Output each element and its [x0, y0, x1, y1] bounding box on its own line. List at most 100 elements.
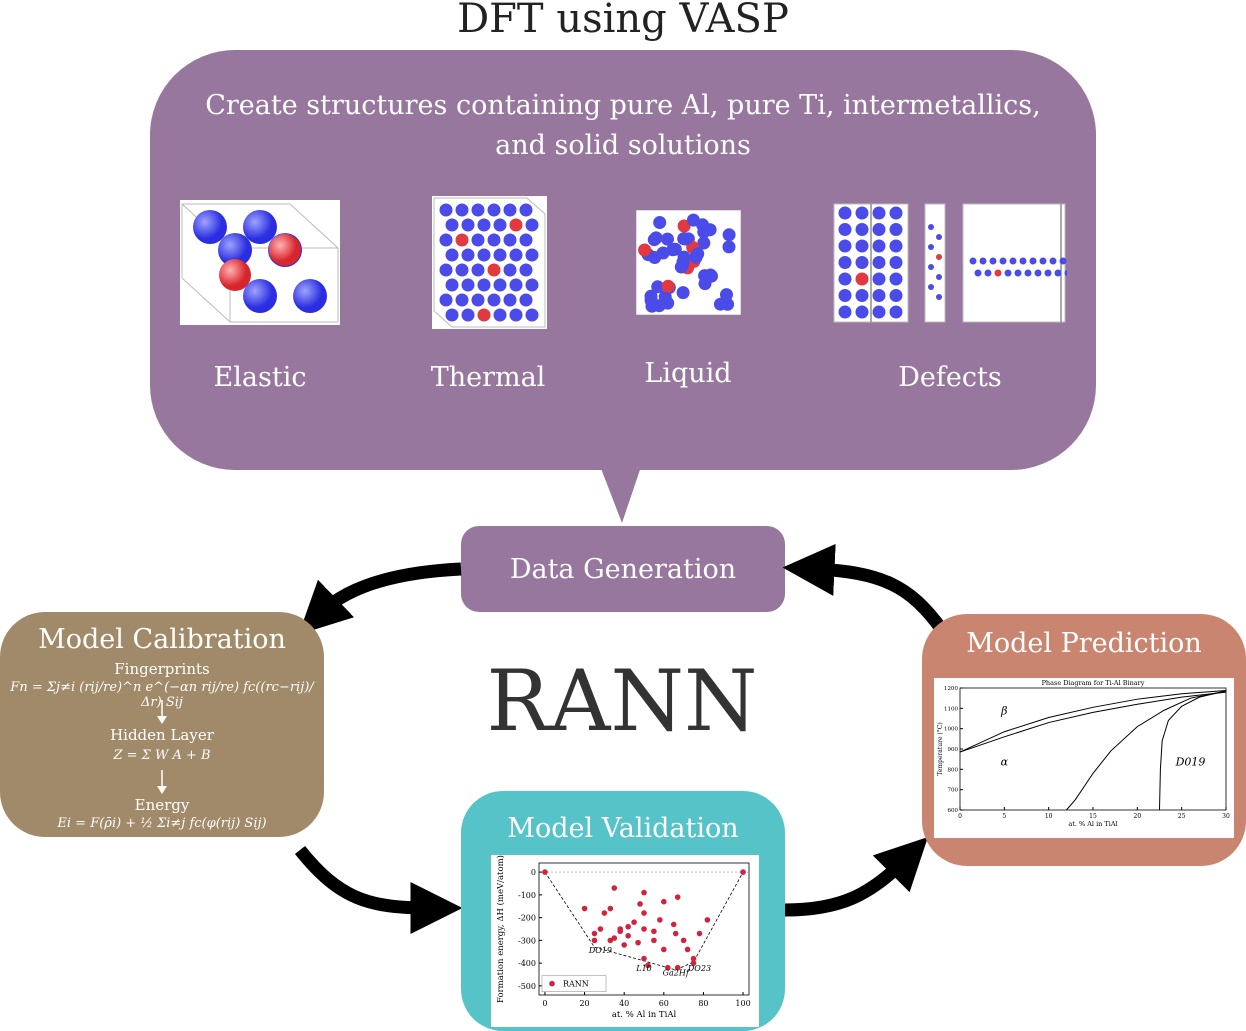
hidden-layer-label: Hidden Layer: [110, 726, 214, 744]
atom: [872, 239, 886, 253]
phase-boundary-line: [1066, 690, 1227, 811]
atom: [838, 239, 852, 253]
x-tick-label: 100: [735, 999, 750, 1008]
phase-annotation: Ga2Hf: [663, 969, 691, 978]
atom: [645, 299, 659, 313]
atom: [989, 257, 997, 265]
atom: [722, 228, 736, 242]
atom: [1059, 257, 1067, 265]
data-point: [696, 930, 703, 937]
x-tick-label: 0: [958, 813, 962, 820]
phase-boundary-line: [959, 691, 1227, 753]
atom: [503, 263, 517, 277]
rann-center-label: RANN: [486, 652, 758, 750]
fingerprints-label: Fingerprints: [114, 660, 210, 678]
chart-background: [491, 855, 759, 1027]
down-arrow-icon: [157, 770, 167, 794]
atom: [653, 216, 667, 229]
atom: [503, 233, 517, 247]
atom: [855, 223, 869, 236]
atom: [838, 256, 852, 269]
x-tick-label: 60: [659, 999, 669, 1008]
atom: [503, 203, 517, 217]
atom: [872, 206, 886, 220]
category-thermal: Thermal: [430, 362, 546, 393]
phase-region-label: D019: [1175, 755, 1206, 768]
legend-marker: [549, 980, 555, 987]
atom: [445, 278, 459, 292]
atom: [509, 218, 523, 232]
atom: [889, 206, 903, 220]
atom: [872, 305, 886, 319]
atom: [519, 263, 533, 277]
atom: [525, 218, 539, 232]
atom: [889, 305, 903, 319]
atom: [698, 277, 712, 291]
atom: [525, 248, 539, 262]
atom: [703, 223, 717, 237]
atom: [439, 263, 453, 277]
atom: [455, 203, 469, 217]
atom: [493, 308, 507, 322]
category-defects: Defects: [898, 362, 1002, 393]
atom: [1034, 269, 1042, 277]
atom: [855, 272, 869, 286]
data-point: [684, 946, 691, 953]
atom: [461, 218, 475, 232]
atom: [493, 278, 507, 292]
data-point: [641, 889, 647, 896]
data-point: [591, 930, 598, 937]
atom: [676, 286, 690, 300]
atom: [1049, 257, 1057, 265]
y-tick-label: -200: [518, 914, 536, 923]
category-liquid: Liquid: [644, 358, 732, 389]
atom: [493, 248, 507, 262]
y-tick-label: 1200: [944, 686, 958, 692]
atom: [855, 206, 869, 220]
atom: [936, 234, 942, 240]
atom: [509, 248, 523, 262]
atom: [838, 272, 852, 286]
bubble-description: Create structures containing pure Al, pu…: [205, 90, 1041, 161]
atom: [838, 206, 852, 220]
y-tick-label: 1000: [944, 727, 958, 733]
data-point: [591, 937, 598, 944]
atom: [855, 239, 869, 253]
atom: [439, 203, 453, 217]
phase-annotation: DO19: [588, 946, 612, 955]
data-point: [672, 930, 679, 937]
atom: [493, 218, 507, 232]
arrow-to-calibration: [298, 562, 462, 635]
phase-boundary-line: [959, 689, 1227, 753]
arrow-to-data-generation: [782, 543, 948, 634]
data-point: [657, 917, 663, 923]
defects-structure-image: [833, 203, 1067, 323]
data-point: [670, 921, 677, 928]
legend-label: RANN: [563, 980, 589, 989]
atom: [974, 269, 982, 277]
atom: [455, 263, 469, 277]
x-tick-label: 10: [1045, 813, 1053, 820]
data-point: [611, 935, 618, 941]
data-point: [621, 942, 627, 948]
atom: [439, 233, 453, 247]
atom: [1039, 257, 1047, 265]
x-tick-label: 0: [542, 999, 547, 1008]
atom: [461, 248, 475, 262]
y-tick-label: -100: [518, 891, 536, 900]
y-tick-label: 900: [948, 747, 959, 753]
page-title: DFT using VASP: [457, 0, 789, 42]
atom: [471, 263, 485, 277]
data-point: [641, 926, 647, 932]
atom: [487, 293, 501, 307]
atom: [1004, 269, 1012, 277]
data-point: [690, 960, 697, 966]
phase-region-label: α: [1001, 755, 1009, 768]
atom: [477, 218, 491, 232]
data-point: [661, 898, 667, 905]
atom: [509, 308, 523, 322]
category-elastic: Elastic: [213, 362, 307, 393]
